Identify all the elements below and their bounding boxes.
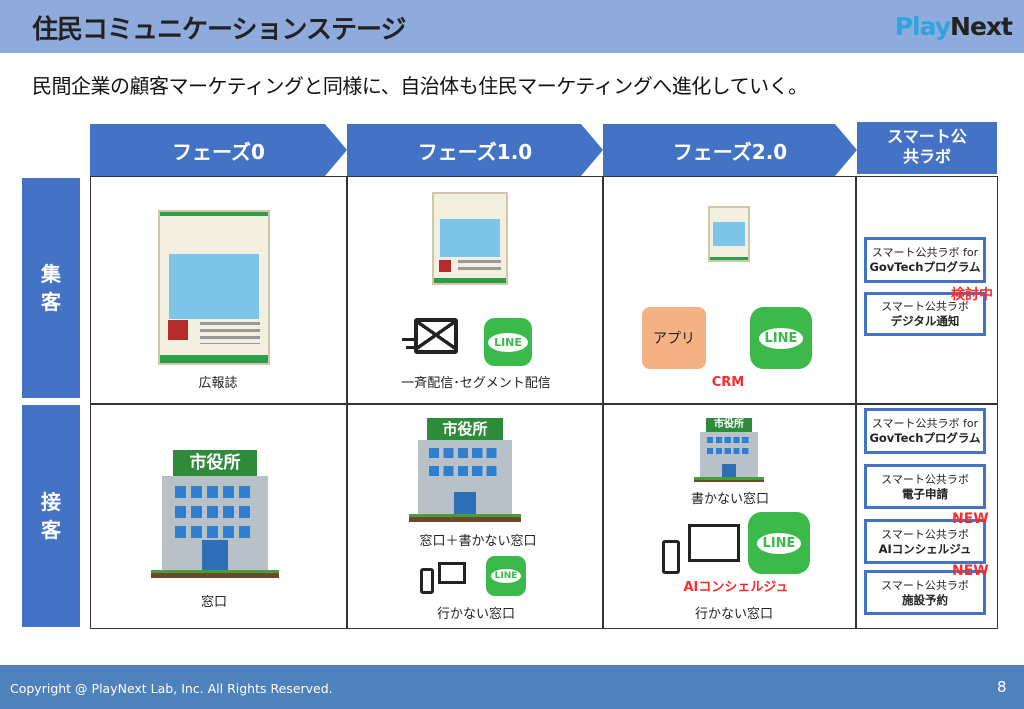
subtitle: 民間企業の顧客マーケティングと同様に、自治体も住民マーケティングへ進化していく。 <box>32 74 808 98</box>
line-icon: LINE <box>484 318 532 366</box>
row-label-text: 接客 <box>41 490 61 542</box>
phase0-attract-label: 広報誌 <box>198 376 238 391</box>
phase-table <box>90 176 998 629</box>
phase-2-header: フェーズ2.0 <box>603 124 857 176</box>
monitor-icon <box>688 524 740 562</box>
phase0-serve-label: 窓口 <box>200 595 228 610</box>
city-hall-icon: 市役所 <box>151 450 279 578</box>
line-logo-text: LINE <box>756 532 802 554</box>
smartphone-icon <box>662 540 680 574</box>
line-logo-text: LINE <box>488 332 528 352</box>
line-icon: LINE <box>748 512 810 574</box>
lab-line2: GovTechプログラム <box>869 431 981 445</box>
city-hall-sign: 市役所 <box>705 418 753 432</box>
under-review-tag: 検討中 <box>951 287 993 303</box>
phase-1-header: フェーズ1.0 <box>347 124 603 176</box>
app-box: アプリ <box>642 307 706 369</box>
phase-0-header: フェーズ0 <box>90 124 347 176</box>
magazine-icon <box>708 206 750 262</box>
phase1-attract-label: 一斉配信･セグメント配信 <box>401 376 551 391</box>
phase1-serve-label: 窓口＋書かない窓口 <box>419 534 537 549</box>
ai-concierge-label: AIコンシェルジュ <box>683 580 789 595</box>
lab-digital-notice[interactable]: スマート公共ラボデジタル通知 <box>864 292 986 336</box>
divider <box>855 176 857 629</box>
line-logo-text: LINE <box>490 569 522 583</box>
city-hall-sign: 市役所 <box>427 418 503 440</box>
playnext-logo: PlayNext <box>894 12 1013 41</box>
magazine-icon <box>158 210 270 365</box>
header-band <box>0 0 1024 53</box>
mail-icon <box>402 318 458 356</box>
lab-e-application[interactable]: スマート公共ラボ電子申請 <box>864 464 986 509</box>
monitor-icon <box>438 562 466 584</box>
lab-line2: GovTechプログラム <box>869 260 981 274</box>
lab-line1: スマート公共ラボ <box>881 472 969 486</box>
lab-line1: スマート公共ラボ for <box>871 417 979 430</box>
smart-lab-header-text: スマート公共ラボ <box>887 127 967 166</box>
lab-line1: スマート公共ラボ <box>881 527 969 541</box>
city-hall-icon: 市役所 <box>694 418 764 482</box>
city-hall-sign: 市役所 <box>172 450 258 476</box>
new-tag: NEW <box>952 563 989 579</box>
lab-line2: 電子申請 <box>902 486 948 501</box>
divider <box>346 176 348 629</box>
phase2-serve-label2: 行かない窓口 <box>694 607 774 622</box>
row-label-serve: 接客 <box>22 405 80 627</box>
smart-lab-header: スマート公共ラボ <box>857 122 997 174</box>
divider <box>602 176 604 629</box>
line-logo-text: LINE <box>758 327 804 349</box>
lab-line2: デジタル通知 <box>890 314 960 328</box>
copyright: Copyright @ PlayNext Lab, Inc. All Right… <box>10 681 333 696</box>
lab-line1: スマート公共ラボ <box>881 578 969 592</box>
lab-line1: スマート公共ラボ for <box>871 246 979 259</box>
lab-line1: スマート公共ラボ <box>881 300 969 313</box>
magazine-icon <box>432 192 508 285</box>
row-label-text: 集客 <box>41 262 61 314</box>
lab-facility-booking[interactable]: スマート公共ラボ施設予約 <box>864 570 986 615</box>
line-icon: LINE <box>486 556 526 596</box>
divider <box>90 403 998 405</box>
smartphone-icon <box>420 568 434 594</box>
phase1-serve-label2: 行かない窓口 <box>436 607 516 622</box>
page-title: 住民コミュニケーションステージ <box>32 15 406 45</box>
new-tag: NEW <box>952 511 989 527</box>
phase2-serve-label: 書かない窓口 <box>690 492 770 507</box>
footer-band <box>0 665 1024 709</box>
crm-label: CRM <box>711 375 745 390</box>
line-icon: LINE <box>750 307 812 369</box>
lab-line2: 施設予約 <box>902 592 948 607</box>
row-label-attract: 集客 <box>22 178 80 398</box>
city-hall-icon: 市役所 <box>408 418 522 522</box>
lab-line2: AIコンシェルジュ <box>878 541 972 556</box>
page-number: 8 <box>997 678 1007 696</box>
